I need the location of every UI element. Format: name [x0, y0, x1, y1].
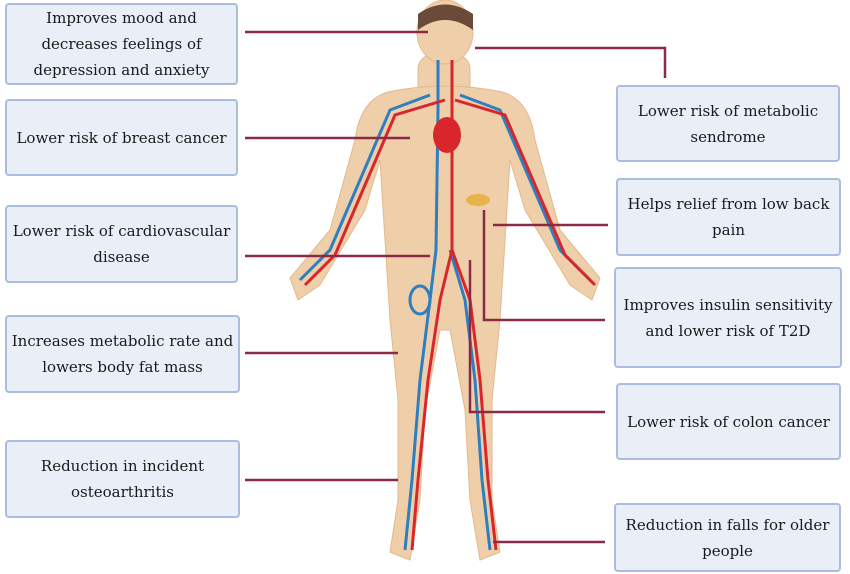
- benefit-label: Increases metabolic rate and lowers body…: [11, 332, 234, 376]
- benefit-label: Reduction in falls for older people: [625, 515, 830, 560]
- heart-icon: [433, 117, 461, 153]
- benefit-box-insulin: Improves insulin sensitivity and lower r…: [614, 267, 842, 368]
- benefit-label: Lower risk of breast cancer: [16, 128, 227, 147]
- benefit-box-metabolic-syndrome: Lower risk of metabolic sendrome: [616, 85, 840, 162]
- arteries: [303, 60, 597, 551]
- benefit-box-low-back-pain: Helps relief from low back pain: [616, 178, 841, 256]
- benefit-label: Lower risk of colon cancer: [627, 412, 830, 431]
- benefit-box-mood: Improves mood and decreases feelings of …: [5, 3, 238, 85]
- benefit-box-breast-cancer: Lower risk of breast cancer: [5, 99, 238, 176]
- benefit-label: Lower risk of cardiovascular disease: [12, 222, 231, 266]
- benefit-label: Improves mood and decreases feelings of …: [33, 9, 210, 79]
- benefit-label: Improves insulin sensitivity and lower r…: [623, 295, 833, 340]
- pancreas-icon: [466, 194, 490, 206]
- benefit-box-colon-cancer: Lower risk of colon cancer: [616, 383, 841, 460]
- benefit-label: Reduction in incident osteoarthritis: [40, 457, 205, 501]
- veins: [298, 60, 592, 551]
- benefit-label: Helps relief from low back pain: [627, 195, 830, 239]
- hair: [418, 4, 473, 30]
- connector-lines: [245, 30, 667, 544]
- benefit-label: Lower risk of metabolic sendrome: [637, 101, 819, 146]
- benefit-box-falls: Reduction in falls for older people: [614, 503, 841, 572]
- benefit-box-cardiovascular: Lower risk of cardiovascular disease: [5, 205, 238, 283]
- benefit-box-osteoarthritis: Reduction in incident osteoarthritis: [5, 440, 240, 518]
- benefit-box-metabolic-rate: Increases metabolic rate and lowers body…: [5, 315, 240, 393]
